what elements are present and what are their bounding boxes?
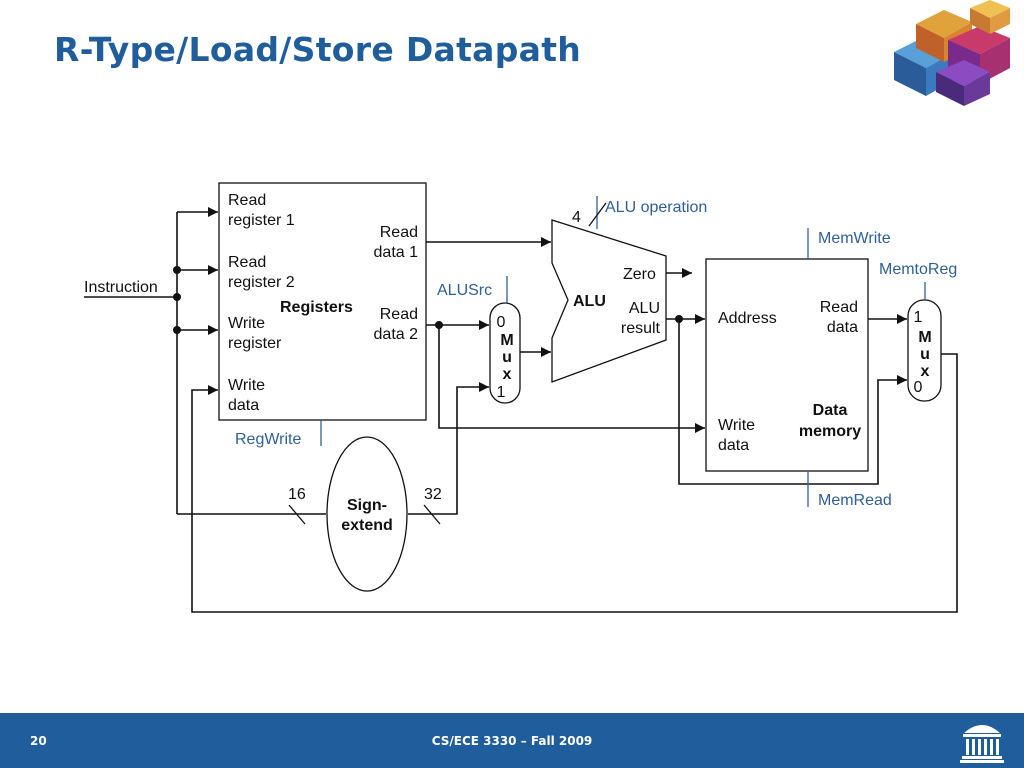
- wb-mux-letter-x: x: [921, 363, 930, 380]
- instruction-label: Instruction: [84, 279, 158, 296]
- mem-write-control-label: MemWrite: [818, 230, 891, 247]
- alu-mux-letter-x: x: [503, 366, 512, 383]
- mem-address-label: Address: [718, 310, 777, 327]
- alu-op-width-label: 4: [572, 209, 581, 226]
- cube-logo-icon: [894, 0, 1010, 106]
- alu-operation-control-label: ALU operation: [605, 199, 707, 216]
- rotunda-logo-icon: [960, 725, 1004, 763]
- alu-mux-letter-u: u: [502, 349, 512, 366]
- sign-in-bus-slash: [288, 504, 306, 525]
- wb-mux-letter-m: M: [918, 329, 931, 346]
- alu-mux-input-0: 0: [497, 314, 506, 331]
- data-memory-box: [705, 258, 869, 472]
- sign-extend-out-width: 32: [424, 486, 442, 503]
- sign-extend-in-width: 16: [288, 486, 306, 503]
- alu-shape: [551, 219, 667, 383]
- slide-title: R-Type/Load/Store Datapath: [54, 30, 582, 69]
- course-label: CS/ECE 3330 – Fall 2009: [431, 734, 593, 748]
- page-number: 20: [30, 734, 47, 748]
- control-lines: [320, 196, 926, 507]
- wb-mux-input-1: 1: [914, 309, 923, 326]
- alu-src-control-label: ALUSrc: [437, 282, 492, 299]
- slide-footer: 20 CS/ECE 3330 – Fall 2009: [0, 713, 1024, 768]
- wires: [84, 207, 958, 613]
- alu-name: ALU: [573, 293, 606, 310]
- alu-mux-letter-m: M: [500, 332, 513, 349]
- sign-extend-unit: [326, 436, 408, 592]
- sign-out-bus-slash: [423, 504, 441, 525]
- mem-to-reg-control-label: MemtoReg: [879, 261, 957, 278]
- alu-mux-input-1: 1: [497, 384, 506, 401]
- register-file-box: [218, 182, 427, 421]
- reg-write-control-label: RegWrite: [235, 431, 301, 448]
- junction-dots: [173, 266, 683, 334]
- wb-mux-input-0: 0: [914, 379, 923, 396]
- sign-extend-name: Sign-extend: [341, 497, 393, 534]
- alu-op-bus-slash: [588, 202, 607, 227]
- wb-mux-letter-u: u: [920, 346, 930, 363]
- mem-read-control-label: MemRead: [818, 492, 892, 509]
- alu-src-mux: [489, 302, 521, 404]
- registers-name: Registers: [280, 299, 353, 316]
- alu-zero-label: Zero: [623, 266, 656, 283]
